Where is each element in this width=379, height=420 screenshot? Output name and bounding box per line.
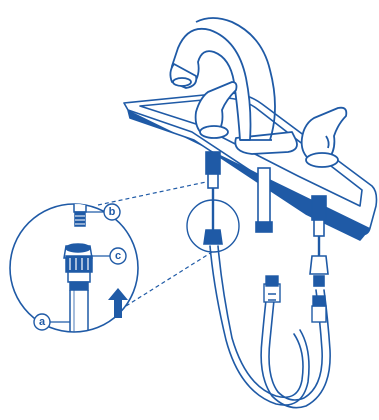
supply-hoses [209,245,331,409]
right-handle [300,106,348,168]
detail-leader-lines [97,181,213,307]
callout-a: a [33,313,70,331]
under-deck-valves [203,151,329,287]
faucet-spout [169,17,298,155]
callout-b-label: b [109,206,116,218]
callout-a-label: a [39,316,46,328]
left-handle [194,81,238,139]
up-arrow-icon [108,288,128,318]
callout-c-label: c [115,250,121,262]
zoom-detail [9,203,139,333]
callout-c: c [92,247,127,265]
callout-b: b [86,203,121,221]
detail-marker-circle [186,199,240,253]
hose-fittings [263,275,327,323]
